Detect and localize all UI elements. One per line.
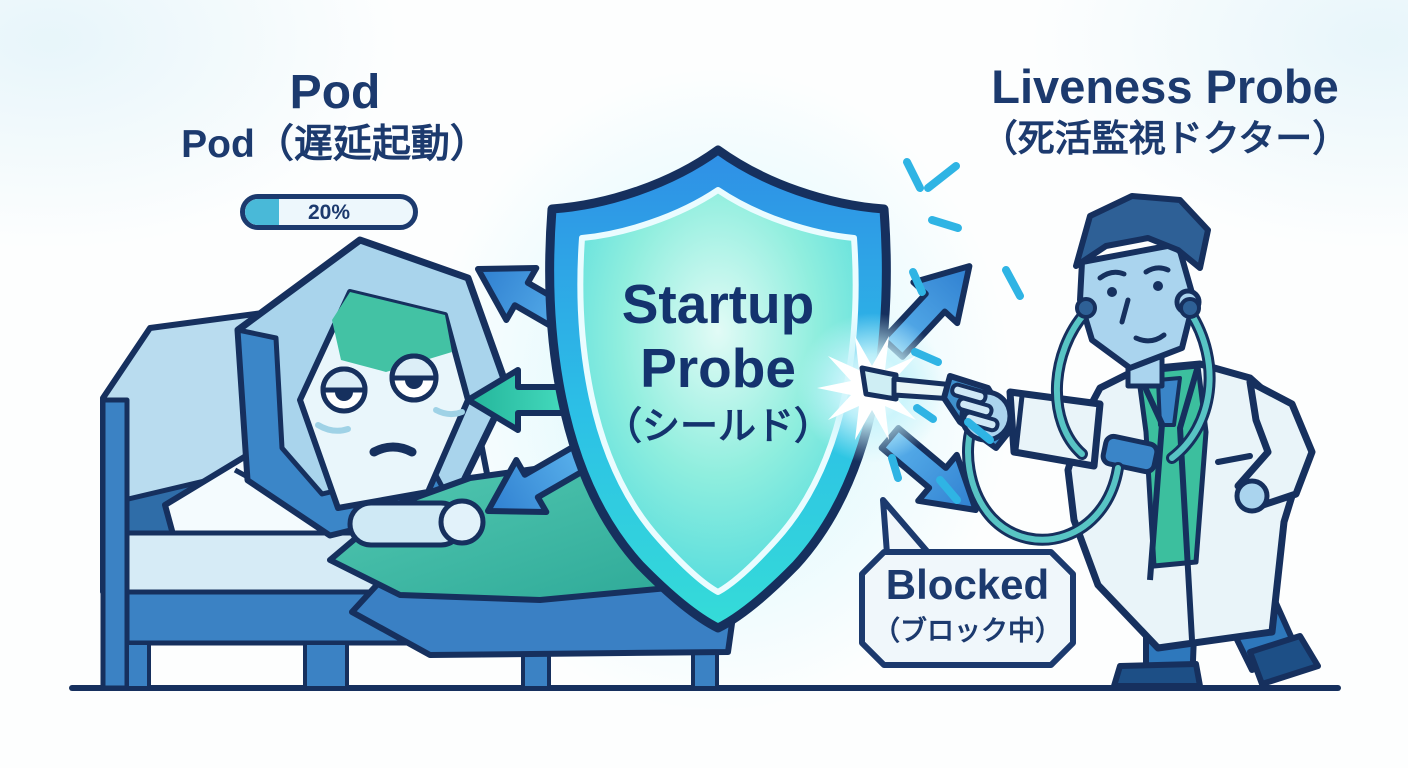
pod-right-eyelid [389,353,439,381]
pod-mouth [369,442,417,457]
liveness-title: Liveness Probe （死活監視ドクター） [935,60,1395,164]
pod-left-pupil [335,392,353,401]
sparkle-dash [964,418,994,444]
probe-tube-inner [965,417,1121,543]
sparkle-dash [1002,266,1024,300]
doctor-brow [1143,265,1171,275]
bed-post [100,397,130,691]
coat-pocket-line [1215,453,1253,465]
sparkle-dash [924,162,960,192]
doctor-hair [1073,193,1211,271]
probe-tool [859,365,1015,451]
sparkle-dashes [888,158,1024,504]
pod-left-eyelid [320,366,368,393]
pod-right-pupil [405,380,423,389]
coat-lapel-right [1177,365,1201,641]
sparkle-dash [928,216,962,232]
bed-leg [125,641,151,690]
progress-label: 20% [307,201,351,224]
pod-cheek-line [433,407,465,418]
shield-inner [577,187,859,595]
blocked-label-line2: （ブロック中） [873,616,1062,646]
blocked-label: Blocked （ブロック中） [860,560,1075,652]
coat-lapel-left [1135,370,1165,581]
doctor-back-shoe [1247,633,1321,687]
bed-leg [303,641,349,690]
stethoscope-tube-left-inner [1054,309,1089,457]
pod-title: Pod Pod（遅延起動） [140,66,530,170]
liveness-title-line2: （死活監視ドクター） [980,118,1350,159]
blocked-speech-bubble [859,497,1076,668]
doctor-front-shoe [1111,661,1203,689]
sparkle-dash [913,404,937,423]
doctor-eye [1153,281,1163,291]
shield-title: Startup Probe （シールド） [556,272,880,454]
probe-tip [859,365,899,402]
startup-probe-shield [545,145,891,633]
blocked-label-line1: Blocked [885,561,1050,608]
doctor-character [1006,193,1321,689]
pod-face-patch [332,292,452,372]
sparkle-dash [909,268,926,296]
sparkle-dash [911,348,942,366]
doctor-smile [1133,332,1167,344]
sparkle-dash [888,454,902,482]
shield-title-line1: Startup [621,273,815,335]
pod-title-line2: Pod（遅延起動） [181,123,489,166]
doctor-hip-hand [1234,478,1270,514]
sparkle-dash [903,158,924,192]
doctor-cuff-line [1013,395,1025,451]
shield-subtitle: （シールド） [603,406,832,448]
shield-title-line2: Probe [640,337,796,399]
speech-bubble-body [859,549,1076,668]
doctor-nose [1119,297,1131,325]
doctor-eye [1107,287,1117,297]
pod-hand [438,498,486,546]
stethoscope-earpiece [1179,297,1201,319]
progress-fill [245,199,279,225]
bounce-arrow-downleft [485,440,595,515]
stethoscope-earpiece [1075,297,1097,319]
startup-progress-bar: 20% [240,194,418,230]
doctor-brow [1097,269,1127,281]
sparkle-dash [936,476,961,504]
liveness-title-line1: Liveness Probe [991,60,1339,113]
pod-title-line1: Pod [289,66,381,119]
pod-cheek-line [315,422,351,434]
doctor-tie [1156,376,1182,427]
stethoscope-tube-right-inner [1169,309,1213,461]
